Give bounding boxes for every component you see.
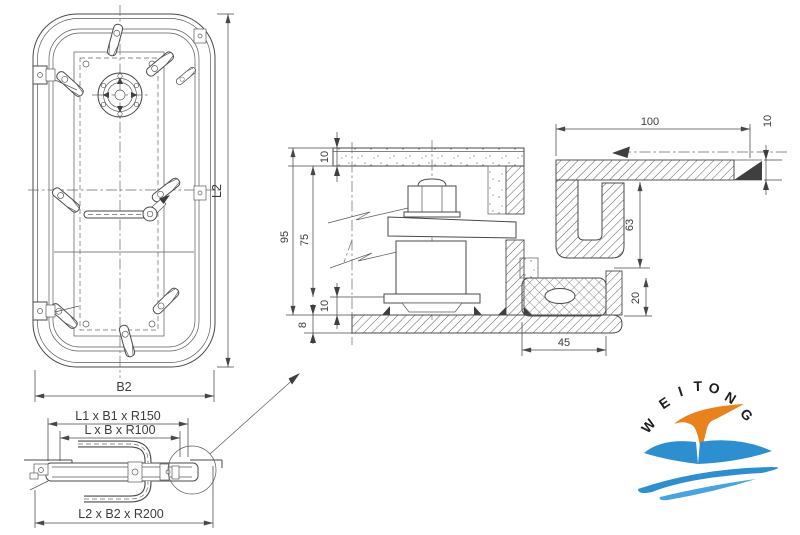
edge-stiffener bbox=[487, 165, 507, 215]
dog-clamp bbox=[118, 323, 136, 359]
logo-wave-swoosh-small bbox=[659, 479, 756, 501]
dimension-10-flange: 10 bbox=[762, 115, 782, 195]
dim-label-LBR100: L x B x R100 bbox=[84, 423, 155, 437]
corner-bolt bbox=[82, 320, 90, 328]
door-outer-edge-inner-line bbox=[37, 18, 211, 363]
gasket-retainer-strip bbox=[519, 257, 539, 279]
dog-clamp bbox=[50, 185, 82, 215]
corner-bolt bbox=[148, 320, 156, 328]
dim-label-45: 45 bbox=[558, 337, 570, 349]
weld-mark bbox=[474, 306, 482, 315]
door-edge-bar-upper bbox=[505, 165, 525, 215]
weld-mark bbox=[382, 306, 390, 315]
dimension-L2: L2 bbox=[210, 13, 234, 368]
dim-label-100: 100 bbox=[641, 116, 659, 128]
deck-flange-bar bbox=[555, 159, 735, 181]
dog-clamp bbox=[174, 65, 198, 87]
dimension-B2: B2 bbox=[34, 370, 215, 402]
base-pad bbox=[401, 302, 463, 313]
corner-bolt bbox=[82, 60, 90, 68]
base-plate bbox=[383, 293, 481, 304]
dim-label-20: 20 bbox=[630, 292, 642, 304]
dim-label-L2B2R200: L2 x B2 x R200 bbox=[78, 507, 164, 521]
logo-wave-swoosh bbox=[638, 467, 779, 493]
dim-label-L2: L2 bbox=[210, 184, 224, 198]
keeper-plate-top bbox=[193, 28, 207, 44]
dim-label-8: 8 bbox=[297, 322, 309, 328]
break-lines bbox=[327, 207, 411, 269]
dim-label-75: 75 bbox=[299, 234, 311, 246]
leader-arrowhead bbox=[288, 373, 300, 385]
bottom-flat-bar bbox=[351, 314, 623, 334]
dimension-100: 100 bbox=[555, 116, 751, 158]
dim-label-B2: B2 bbox=[116, 380, 131, 394]
dimension-45: 45 bbox=[521, 322, 607, 356]
bulkhead-flange-right bbox=[190, 459, 223, 468]
hex-bolt-assembly bbox=[403, 178, 461, 218]
logo-letter: O bbox=[707, 379, 722, 397]
detail-leader-line bbox=[209, 375, 298, 455]
dim-label-10-plate: 10 bbox=[319, 151, 331, 163]
logo-hull-left bbox=[644, 441, 698, 464]
dimension-20: 20 bbox=[624, 278, 652, 317]
weld-arrow bbox=[612, 146, 630, 158]
dim-label-L1B1R150: L1 x B1 x R150 bbox=[75, 409, 161, 423]
door-outer-edge bbox=[32, 13, 216, 368]
wedge-tongue bbox=[387, 216, 517, 239]
logo-letter: N bbox=[722, 388, 739, 407]
weitong-logo: W E I T O N G bbox=[638, 378, 779, 501]
weld-mark bbox=[498, 307, 506, 315]
hinge-upper bbox=[32, 65, 78, 91]
frame-hook-channel bbox=[555, 179, 625, 259]
section-detail-view: 95 75 10 10 8 100 bbox=[279, 115, 790, 356]
logo-sail-orange bbox=[674, 404, 744, 453]
keeper-plate-mid bbox=[193, 185, 207, 201]
flange-weld-taper bbox=[734, 161, 762, 180]
porthole bbox=[97, 72, 143, 118]
dog-clamp bbox=[151, 286, 181, 316]
dim-label-10-gap: 10 bbox=[319, 300, 331, 312]
dim-label-95: 95 bbox=[279, 231, 291, 243]
logo-letter: W bbox=[638, 415, 659, 436]
dim-label-63: 63 bbox=[624, 219, 636, 231]
logo-letter: E bbox=[656, 394, 673, 412]
dimension-LBR100: L x B x R100 bbox=[59, 423, 181, 461]
handle-hub-section bbox=[127, 461, 143, 483]
logo-letter: T bbox=[693, 378, 703, 394]
dimension-L2B2R200: L2 x B2 x R200 bbox=[34, 466, 214, 528]
left-dimension-chain: 95 75 10 10 8 bbox=[279, 132, 384, 344]
plan-section-view: L1 x B1 x R150 L x B x R100 L2 x B2 x R2… bbox=[24, 373, 300, 528]
door-handle bbox=[83, 195, 170, 222]
dimension-63: 63 bbox=[614, 182, 650, 269]
gasket-retainer-bar bbox=[605, 270, 623, 316]
dimension-L1B1R150: L1 x B1 x R150 bbox=[47, 409, 189, 461]
logo-letter: G bbox=[737, 405, 756, 424]
dog-clamp bbox=[106, 22, 124, 58]
gasket-hole bbox=[544, 288, 576, 304]
dog-clamp bbox=[54, 69, 86, 99]
detail-circle bbox=[167, 445, 217, 495]
door-plate-section bbox=[332, 147, 525, 167]
dim-label-10-flange: 10 bbox=[762, 115, 774, 127]
hinge-lower bbox=[32, 301, 80, 321]
logo-letter: I bbox=[676, 383, 685, 399]
logo-hull-right bbox=[698, 440, 772, 464]
front-view-door-elevation: L2 B2 bbox=[28, 5, 234, 402]
hinge-section bbox=[29, 463, 49, 491]
wedge-block bbox=[395, 240, 467, 295]
handle-tube bbox=[78, 440, 152, 503]
